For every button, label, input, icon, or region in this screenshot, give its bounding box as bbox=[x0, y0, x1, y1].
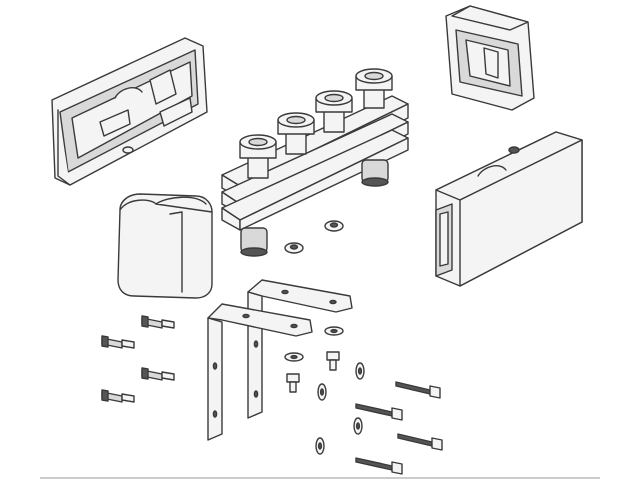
wood-screw-2 bbox=[355, 403, 403, 421]
manifold-union-4 bbox=[355, 68, 393, 109]
mounting-bracket-pair bbox=[207, 279, 353, 441]
wall-plug-2 bbox=[101, 335, 135, 349]
loose-ring-1 bbox=[284, 242, 304, 254]
wall-plug-3 bbox=[141, 367, 175, 381]
screw-washer-set bbox=[284, 326, 365, 455]
washer-6 bbox=[315, 437, 325, 455]
manifold-lower-fitting-right bbox=[361, 159, 389, 187]
wood-screw-4 bbox=[355, 457, 403, 475]
wood-screw-set bbox=[355, 381, 443, 475]
manifold-union-1 bbox=[239, 134, 277, 179]
washer-5 bbox=[353, 417, 363, 435]
manifold-union-3 bbox=[315, 90, 353, 133]
washer-4 bbox=[317, 383, 327, 401]
washer-2 bbox=[284, 352, 304, 362]
insulation-end-cap-left bbox=[117, 193, 213, 299]
distribution-manifold bbox=[221, 68, 409, 257]
wall-plug-set bbox=[101, 315, 175, 403]
loose-ring-2 bbox=[324, 220, 344, 232]
insulation-shell-back-left bbox=[51, 37, 208, 186]
insulation-shell-end-cap-top-right bbox=[445, 5, 535, 111]
wall-plug-4 bbox=[101, 389, 135, 403]
wall-plug-1 bbox=[141, 315, 175, 329]
manifold-lower-fitting-left bbox=[240, 227, 268, 257]
hex-bolt-1 bbox=[326, 351, 340, 371]
wood-screw-3 bbox=[397, 433, 443, 451]
hex-bolt-2 bbox=[286, 373, 300, 393]
insulation-shell-front-right bbox=[435, 131, 583, 287]
washer-1 bbox=[324, 326, 344, 336]
manifold-union-2 bbox=[277, 112, 315, 155]
wood-screw-1 bbox=[395, 381, 441, 399]
washer-3 bbox=[355, 362, 365, 380]
